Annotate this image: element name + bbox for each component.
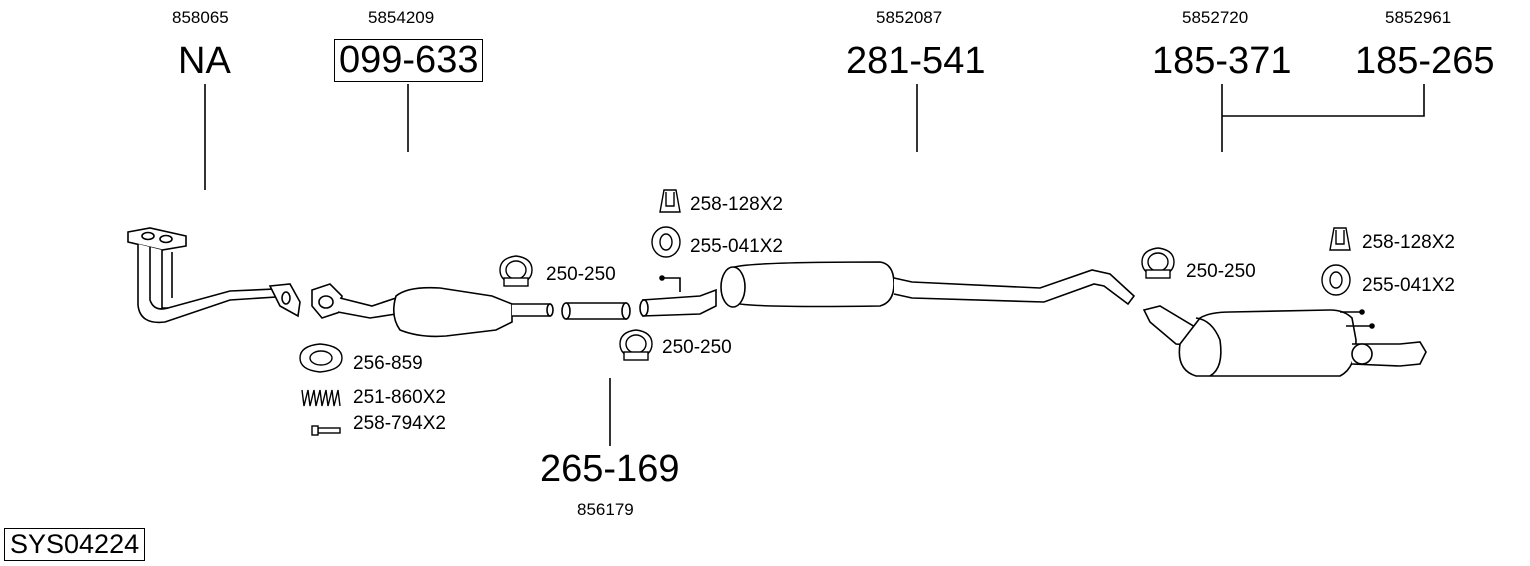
system-code: SYS04224 (4, 528, 146, 561)
bracket-icon-mid (659, 189, 681, 213)
oe-number-5852087: 5852087 (876, 8, 943, 27)
part-number-281-541: 281-541 (846, 40, 986, 82)
spring-label: 251-860X2 (353, 387, 446, 408)
centre-silencer-drawing (639, 261, 1136, 317)
clamp-label-c: 250-250 (1186, 261, 1256, 282)
rubber-mount-icon-rear (1321, 264, 1351, 296)
oe-number-856179: 856179 (577, 500, 634, 519)
bolt-label: 258-794X2 (353, 413, 446, 434)
clamp-icon-a (499, 255, 533, 287)
oe-number-5852961: 5852961 (1385, 8, 1452, 27)
spring-icon (301, 389, 341, 407)
part-number-185-371: 185-371 (1152, 40, 1292, 82)
part-number-099-633: 099-633 (334, 39, 484, 82)
clamp-label-b: 250-250 (662, 337, 732, 358)
front-pipe-drawing (127, 227, 301, 324)
rubber-mount-icon-mid (651, 226, 681, 258)
bracket-label-rear: 258-128X2 (1362, 232, 1455, 253)
gasket-icon (299, 343, 343, 373)
part-number-na: NA (178, 40, 231, 82)
bracket-icon-rear (1329, 227, 1351, 251)
bracket-label-mid: 258-128X2 (690, 194, 783, 215)
gasket-label: 256-859 (353, 353, 423, 374)
oe-number-5852720: 5852720 (1182, 8, 1249, 27)
rear-silencer-drawing (1142, 305, 1427, 377)
intermediate-pipe-drawing (561, 302, 631, 320)
part-number-185-265: 185-265 (1355, 40, 1495, 82)
clamp-label-a: 250-250 (546, 264, 616, 285)
clamp-icon-b (619, 329, 653, 361)
catalytic-converter-drawing (311, 283, 554, 338)
rubber-mount-label-rear: 255-041X2 (1362, 275, 1455, 296)
bolt-icon (311, 425, 341, 436)
part-number-265-169: 265-169 (540, 448, 680, 490)
rubber-mount-label-mid: 255-041X2 (690, 236, 783, 257)
leader-line-185-265 (1222, 84, 1425, 117)
clamp-icon-c (1141, 247, 1175, 279)
oe-number-5854209: 5854209 (368, 8, 435, 27)
oe-number-858065: 858065 (172, 8, 229, 27)
